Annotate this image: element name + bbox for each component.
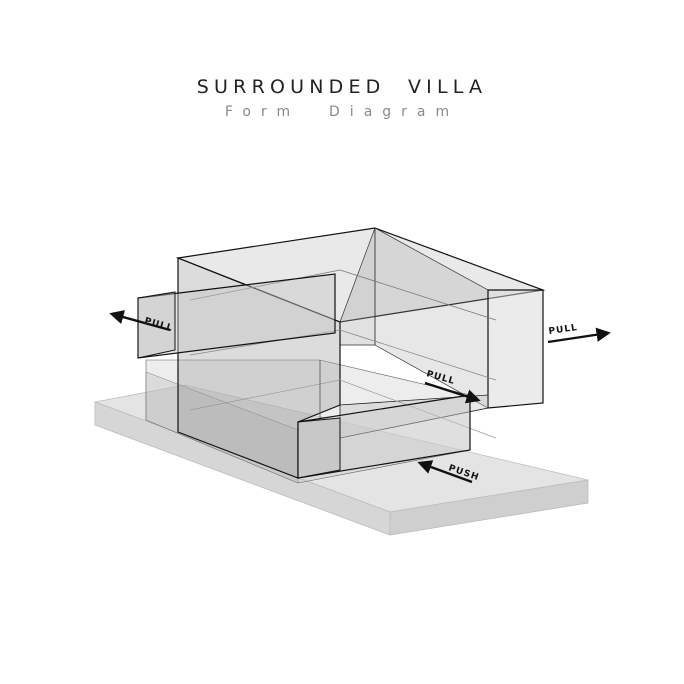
arrow-label-pull-right: PULL [548, 323, 578, 337]
arrow-pull-right: PULL [547, 323, 611, 344]
diagram-subtitle: Form Diagram [224, 104, 460, 120]
main-volume [175, 227, 546, 479]
front-cantilever [297, 394, 471, 479]
left-cantilever [137, 273, 336, 359]
diagram-title: SURROUNDED VILLA [196, 76, 488, 98]
